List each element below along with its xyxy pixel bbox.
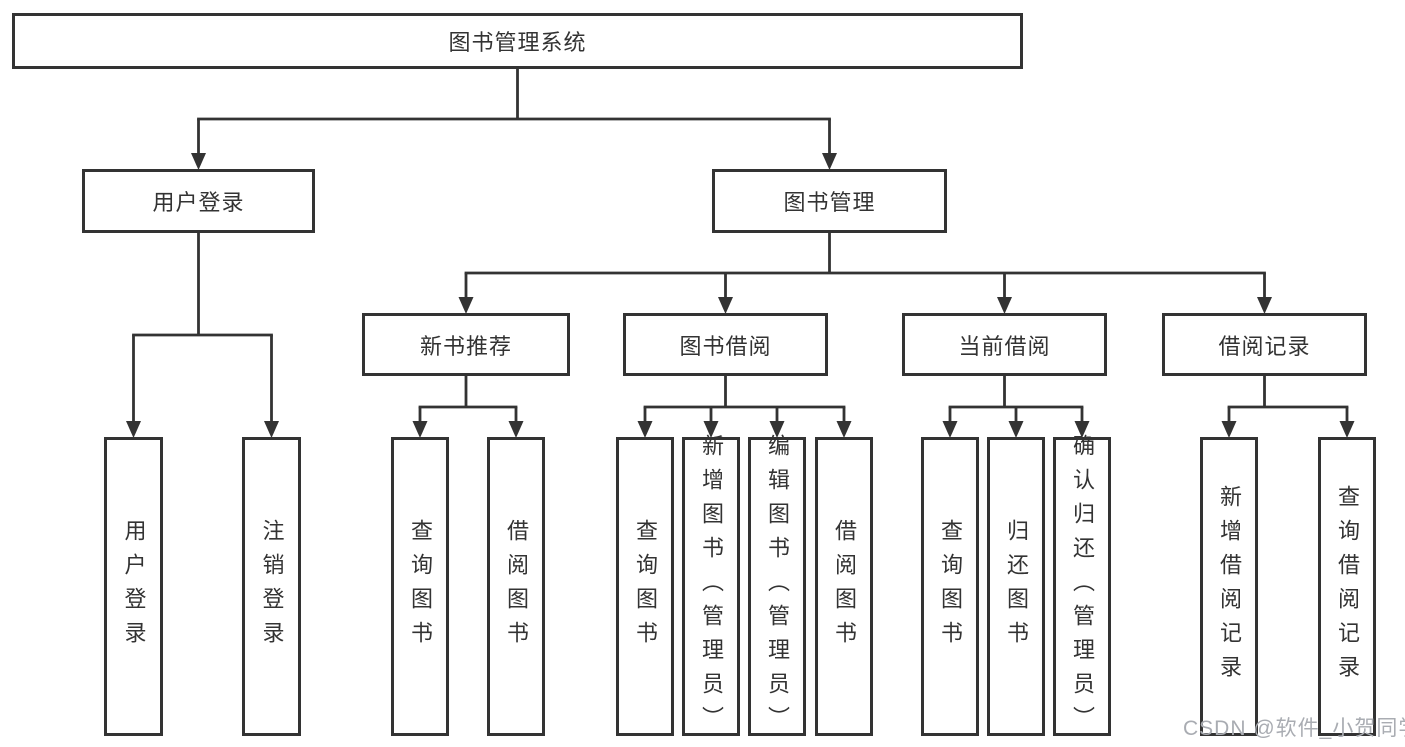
node-label: 查询借阅记录 — [1335, 484, 1360, 689]
node-label: 用户登录 — [152, 190, 245, 215]
node-book-management: 图书管理 — [712, 169, 947, 233]
node-return-books: 归还图书 — [987, 437, 1045, 736]
node-label: 图书管理系统 — [448, 30, 587, 55]
node-current-borrowing: 当前借阅 — [902, 313, 1107, 376]
node-borrowing-records: 借阅记录 — [1162, 313, 1367, 376]
node-borrow-books: 借阅图书 — [815, 437, 873, 736]
node-label: 新增图书（管理员） — [699, 433, 724, 740]
node-label: 查询图书 — [938, 518, 963, 655]
node-label: 用户登录 — [121, 518, 147, 655]
node-borrow-books: 借阅图书 — [487, 437, 545, 736]
node-label: 查询图书 — [633, 518, 658, 655]
node-label: 注销登录 — [259, 518, 285, 655]
node-label: 新书推荐 — [419, 333, 512, 359]
node-book-borrowing: 图书借阅 — [623, 313, 828, 376]
node-add-books-admin: 新增图书（管理员） — [682, 434, 740, 740]
node-user-login: 用户登录 — [82, 169, 315, 233]
node-label: 确认归还（管理员） — [1070, 433, 1095, 740]
node-user-login-leaf: 用户登录 — [104, 437, 163, 736]
node-label: 借阅记录 — [1218, 333, 1311, 359]
node-label: 编辑图书（管理员） — [765, 433, 790, 740]
node-query-borrow-record: 查询借阅记录 — [1318, 437, 1376, 736]
node-label: 借阅图书 — [504, 518, 529, 655]
node-label: 新增借阅记录 — [1217, 484, 1242, 689]
node-confirm-return-admin: 确认归还（管理员） — [1053, 434, 1111, 740]
node-query-books: 查询图书 — [616, 437, 674, 736]
node-label: 查询图书 — [408, 518, 433, 655]
node-query-books: 查询图书 — [391, 437, 449, 736]
node-query-books: 查询图书 — [921, 437, 979, 736]
node-library-management-system: 图书管理系统 — [12, 13, 1023, 69]
node-label: 借阅图书 — [832, 518, 857, 655]
node-edit-books-admin: 编辑图书（管理员） — [748, 434, 806, 740]
node-new-book-recommendation: 新书推荐 — [362, 313, 570, 376]
node-label: 归还图书 — [1004, 518, 1029, 655]
node-label: 图书借阅 — [679, 333, 772, 359]
node-add-borrow-record: 新增借阅记录 — [1200, 437, 1258, 736]
node-label: 图书管理 — [783, 190, 876, 215]
node-logout: 注销登录 — [242, 437, 301, 736]
csdn-watermark: CSDN @软件_小贺同学 — [1183, 717, 1405, 740]
node-label: 当前借阅 — [958, 333, 1051, 359]
